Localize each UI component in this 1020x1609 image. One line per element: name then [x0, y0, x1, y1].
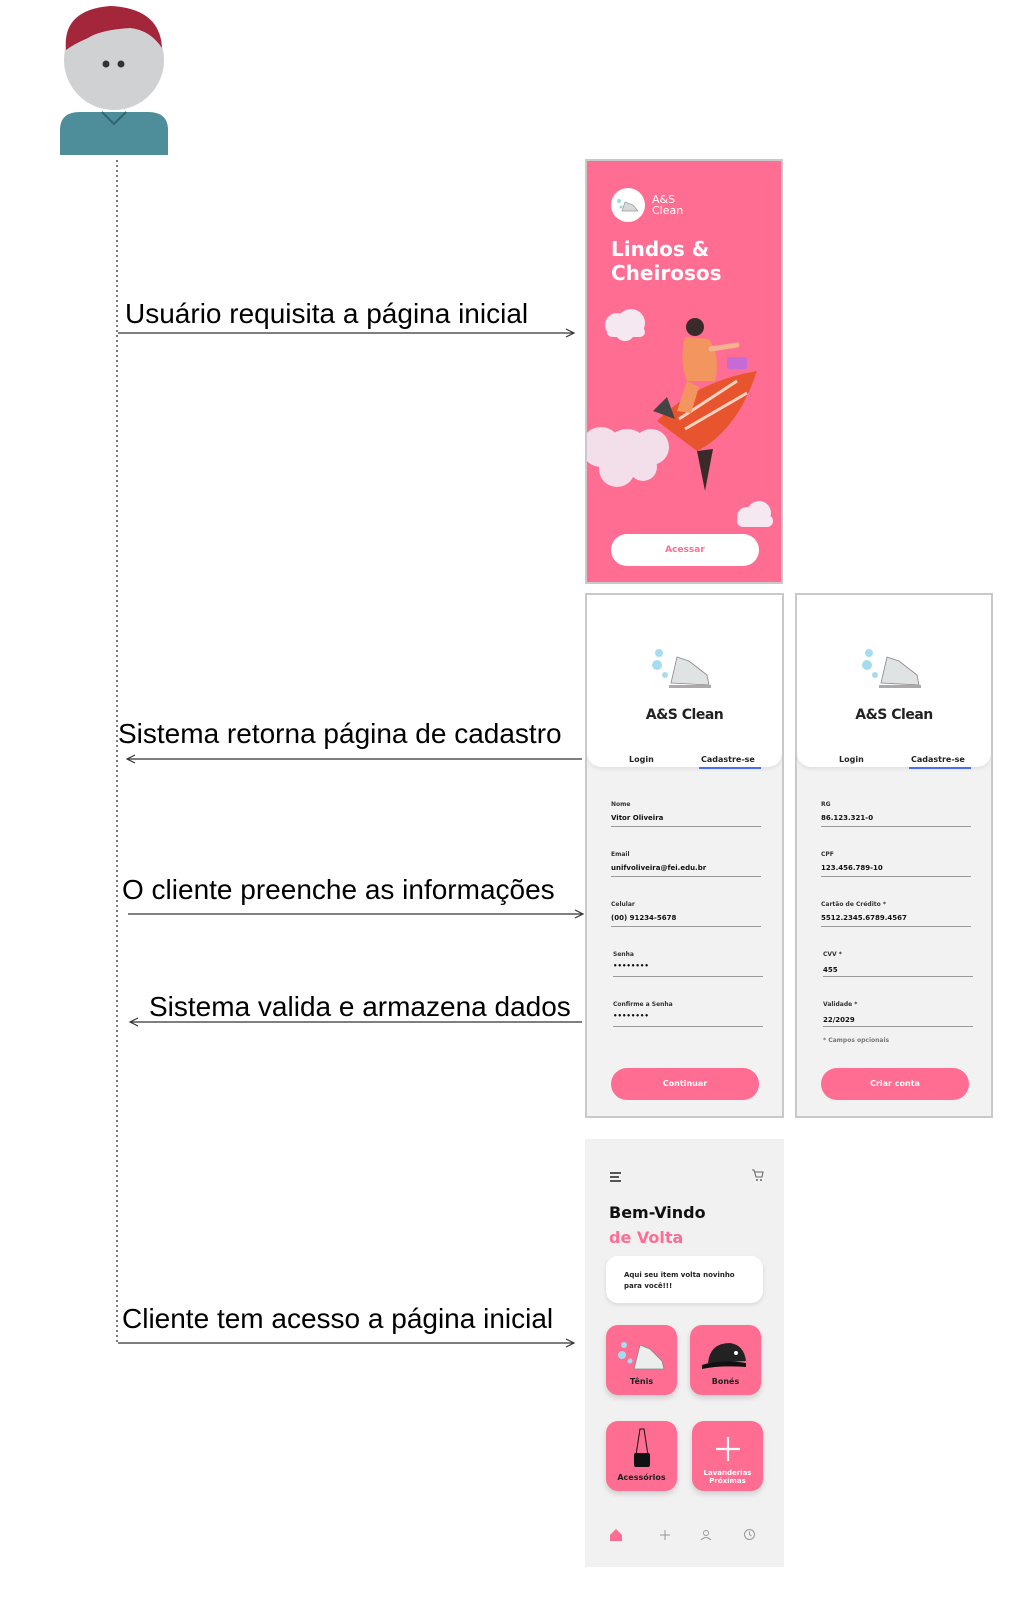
field-label-email: Email — [611, 851, 630, 858]
splash-title-line2: Cheirosos — [611, 261, 722, 285]
field-rg[interactable]: 86.123.321-0 — [821, 814, 874, 822]
field-label-confirme-senha: Confirme a Senha — [613, 1001, 673, 1008]
tile-label-lavanderias: Lavanderias Próximas — [703, 1469, 752, 1485]
plus-icon — [716, 1437, 740, 1461]
user-icon[interactable] — [700, 1529, 712, 1541]
acessar-button[interactable]: Acessar — [611, 534, 759, 566]
field-underline — [821, 826, 971, 827]
field-underline — [823, 1026, 973, 1027]
tile-bones[interactable]: Bonés — [690, 1325, 761, 1395]
field-confirme-senha[interactable]: •••••••• — [613, 1012, 649, 1020]
sneaker-icon — [618, 1342, 665, 1370]
optional-note: * Campos opcionais — [823, 1037, 890, 1044]
message-3-label: O cliente preenche as informações — [122, 874, 555, 905]
field-senha[interactable]: •••••••• — [613, 962, 649, 970]
actor-avatar-icon — [60, 6, 168, 155]
field-label-cvv: CVV * — [823, 951, 842, 958]
arrow-1 — [118, 328, 576, 338]
field-label-cpf: CPF — [821, 851, 834, 858]
criar-conta-button[interactable]: Criar conta — [821, 1068, 969, 1100]
tab-active-indicator — [909, 767, 971, 769]
brand-name: A&S Clean — [645, 707, 724, 723]
field-underline — [821, 926, 971, 927]
message-1-label: Usuário requisita a página inicial — [125, 298, 529, 329]
tile-lavanderias[interactable]: Lavanderias Próximas — [692, 1421, 763, 1491]
home-subtitle: de Volta — [609, 1228, 684, 1247]
field-celular[interactable]: (00) 91234-5678 — [611, 914, 677, 922]
message-2-label: Sistema retorna página de cadastro — [118, 718, 562, 749]
field-label-nome: Nome — [611, 801, 631, 808]
tile-label-acessorios: Acessórios — [617, 1473, 666, 1482]
cap-icon — [702, 1343, 746, 1369]
field-underline — [611, 876, 761, 877]
plus-icon[interactable] — [659, 1529, 671, 1541]
message-4-label: Sistema valida e armazena dados — [149, 991, 571, 1022]
splash-title-line1: Lindos & — [611, 237, 710, 261]
menu-icon[interactable] — [609, 1171, 623, 1183]
cart-icon[interactable] — [751, 1168, 765, 1182]
tile-label-bones: Bonés — [711, 1377, 740, 1386]
tab-login[interactable]: Login — [629, 755, 654, 764]
register-screen-right: A&S Clean Login Cadastre-se RG 86.123.32… — [795, 593, 993, 1118]
tab-active-indicator — [699, 767, 761, 769]
arrow-4 — [128, 1017, 582, 1027]
field-underline — [821, 876, 971, 877]
field-cartao[interactable]: 5512.2345.6789.4567 — [821, 914, 907, 922]
field-underline — [611, 826, 761, 827]
field-underline — [613, 1026, 763, 1027]
home-screen: Bem-Vindo de Volta Aqui seu item volta n… — [585, 1139, 784, 1567]
field-underline — [611, 926, 761, 927]
register-screen-left: A&S Clean Login Cadastre-se Nome Vitor O… — [585, 593, 784, 1118]
tile-label-tenis: Tênis — [629, 1377, 654, 1386]
field-underline — [613, 976, 763, 977]
splash-screen: A&S Clean Lindos & Cheirosos Acessar — [585, 159, 783, 584]
tab-cadastre-se[interactable]: Cadastre-se — [911, 755, 965, 764]
sneaker-logo-icon — [862, 649, 921, 688]
home-icon[interactable] — [609, 1528, 623, 1542]
brand-name: A&S Clean — [855, 707, 933, 723]
tab-cadastre-se[interactable]: Cadastre-se — [701, 755, 755, 764]
field-email[interactable]: unifvoliveira@fei.edu.br — [611, 864, 707, 872]
field-nome[interactable]: Vitor Oliveira — [611, 814, 664, 822]
sneaker-logo-icon — [652, 649, 711, 688]
arrow-3 — [128, 909, 585, 919]
arrow-2 — [125, 754, 582, 764]
bag-icon — [634, 1428, 650, 1467]
field-cpf[interactable]: 123.456.789-10 — [821, 864, 883, 872]
field-cvv[interactable]: 455 — [823, 966, 838, 974]
field-label-rg: RG — [821, 801, 831, 808]
history-icon[interactable] — [743, 1528, 756, 1541]
field-label-cartao: Cartão de Crédito * — [821, 901, 886, 908]
tab-login[interactable]: Login — [839, 755, 864, 764]
logo-icon — [611, 188, 645, 222]
field-validade[interactable]: 22/2029 — [823, 1016, 855, 1024]
continuar-button[interactable]: Continuar — [611, 1068, 759, 1100]
field-label-celular: Celular — [611, 901, 635, 908]
field-label-validade: Validade * — [823, 1001, 858, 1008]
welcome-message: Aqui seu item volta novinho para você!!! — [606, 1256, 763, 1303]
arrow-5 — [118, 1338, 576, 1348]
field-label-senha: Senha — [613, 951, 634, 958]
home-title: Bem-Vindo — [609, 1203, 706, 1222]
field-underline — [823, 976, 973, 977]
tile-acessorios[interactable]: Acessórios — [606, 1421, 677, 1491]
tile-tenis[interactable]: Tênis — [606, 1325, 677, 1395]
logo-text: A&S Clean — [652, 193, 684, 217]
message-5-label: Cliente tem acesso a página inicial — [122, 1303, 554, 1334]
rocket-illustration — [587, 309, 773, 527]
